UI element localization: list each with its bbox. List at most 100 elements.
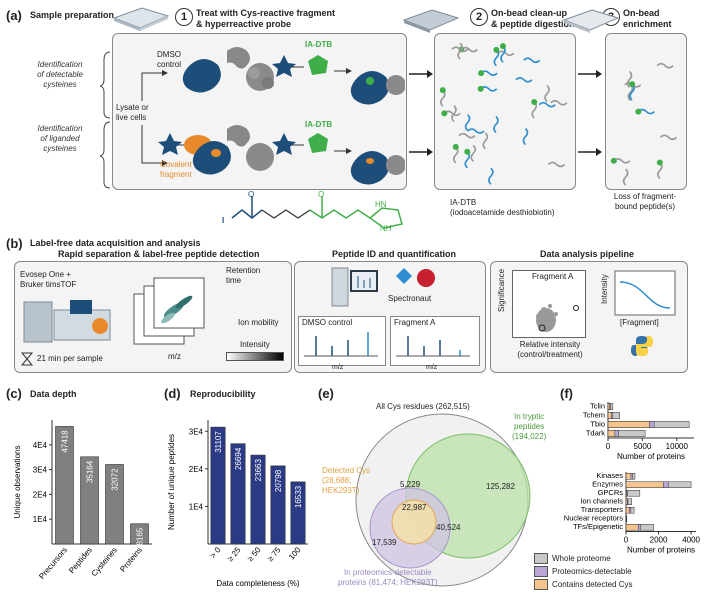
x-tick-label: Cysteines bbox=[90, 546, 119, 579]
rel-int-l2: (control/treatment) bbox=[517, 350, 583, 359]
lysate-l1: Lysate or bbox=[116, 103, 149, 112]
probe-dot bbox=[478, 70, 485, 77]
peptide-squiggle bbox=[547, 161, 566, 168]
peptide-squiggle bbox=[550, 99, 568, 106]
peptide-squiggle bbox=[464, 114, 471, 132]
legend-text-cys: Contains detected Cys bbox=[552, 580, 633, 589]
tryptic-l3: (194,022) bbox=[512, 432, 547, 441]
peptide-squiggle bbox=[493, 115, 499, 134]
step-1-title: Treat with Cys-reactive fragment & hyper… bbox=[196, 8, 335, 30]
probe-dot bbox=[629, 81, 636, 88]
x-tick-label: 5000 bbox=[634, 442, 652, 451]
venn-40524: 40,524 bbox=[436, 523, 461, 532]
probe-dot bbox=[452, 143, 459, 150]
mz-label-2: m/z bbox=[332, 364, 344, 371]
probe-dot bbox=[610, 157, 617, 164]
probe-dot bbox=[441, 110, 448, 117]
y-tick-label: TFs/Epigenetic bbox=[573, 522, 623, 531]
row1-label-l1: Identification bbox=[37, 60, 83, 69]
protein-blue-top bbox=[182, 59, 221, 93]
legend-swatch-whole bbox=[534, 553, 548, 564]
chem-nh: NH bbox=[380, 224, 392, 233]
bar bbox=[80, 456, 99, 545]
panel-d-title: Reproducibility bbox=[190, 389, 256, 399]
row1-label-l3: cysteines bbox=[43, 80, 77, 89]
bar bbox=[130, 523, 149, 545]
y-tick-label: Tdark bbox=[586, 429, 605, 438]
probe-dot bbox=[464, 148, 471, 155]
peptide-squiggle bbox=[497, 50, 515, 57]
dmso-label: DMSO control bbox=[157, 50, 181, 70]
step-2-line1: On-bead clean-up bbox=[491, 8, 568, 18]
volcano-points bbox=[536, 304, 579, 332]
panel-b-letter: (b) bbox=[6, 236, 23, 251]
computer-icon bbox=[331, 267, 378, 307]
probe-label-top: IA-DTB bbox=[305, 40, 333, 49]
bar-value-label: 35164 bbox=[86, 460, 95, 483]
enrichment-plate-icon bbox=[562, 9, 620, 33]
panel-c-title: Data depth bbox=[30, 389, 77, 399]
fragment-axis-label: [Fragment] bbox=[620, 318, 659, 327]
y-tick-label: Nuclear receptors bbox=[564, 514, 623, 523]
bar-cys bbox=[625, 490, 628, 497]
x-tick-label: ≥ 25 bbox=[226, 545, 243, 563]
iadtb-name: IA-DTB bbox=[450, 198, 477, 207]
probe-label-bottom: IA-DTB bbox=[305, 120, 333, 129]
peptide-squiggle bbox=[482, 132, 489, 150]
ion-mobility-frames bbox=[133, 277, 205, 345]
bar-value-label: 32072 bbox=[111, 468, 120, 491]
bar bbox=[105, 464, 124, 545]
significance-label: Significance bbox=[497, 268, 506, 312]
mz-label-1: m/z bbox=[168, 352, 181, 361]
lysate-label: Lysate or live cells bbox=[116, 103, 149, 123]
probe-dot bbox=[499, 43, 506, 50]
bar-value-label: 31107 bbox=[214, 431, 223, 453]
box3-title: Data analysis pipeline bbox=[540, 249, 635, 259]
step-2-badge: 2 bbox=[470, 8, 488, 26]
tryptic-l2: peptides bbox=[514, 422, 545, 431]
y-tick-label: 3E4 bbox=[33, 466, 48, 475]
step-1-line1: Treat with Cys-reactive fragment bbox=[196, 8, 336, 18]
bar-value-label: 16533 bbox=[294, 485, 303, 508]
row1-label: Identification of detectable cysteines bbox=[20, 60, 100, 90]
loss-label: Loss of fragment- bound peptide(s) bbox=[600, 192, 690, 212]
y-tick-label: Tbio bbox=[590, 420, 605, 429]
probe-dot bbox=[439, 87, 446, 94]
x-tick-label: 0 bbox=[624, 536, 629, 545]
chem-iodine: I bbox=[222, 216, 225, 225]
dmso-spectrum bbox=[298, 316, 386, 366]
spectronaut-logo-icon bbox=[396, 268, 435, 287]
bar bbox=[270, 465, 286, 545]
iadtb-structure bbox=[231, 196, 403, 229]
x-tick-label: ≥ 50 bbox=[246, 545, 263, 563]
panel-d-letter: (d) bbox=[164, 386, 181, 401]
y-tick-label: 4E4 bbox=[33, 441, 48, 450]
tryptic-label: In tryptic peptides (194,022) bbox=[512, 412, 546, 442]
loss-l1: Loss of fragment- bbox=[613, 192, 677, 201]
probe-dot bbox=[493, 46, 500, 53]
venn-diagram bbox=[355, 413, 531, 587]
panel-f-letter: (f) bbox=[560, 386, 573, 401]
y-tick-label: 1E4 bbox=[33, 515, 48, 524]
panel-a-title: Sample preparation bbox=[30, 10, 115, 20]
probe-dot bbox=[635, 108, 642, 115]
detected-l2: (28,688; bbox=[322, 476, 352, 485]
bar-cys bbox=[625, 473, 632, 480]
y-tick-label: Enzymes bbox=[592, 480, 623, 489]
y-tick-label: Tclin bbox=[590, 402, 605, 411]
dmso-l2: control bbox=[157, 60, 182, 69]
venn-17539: 17,539 bbox=[372, 538, 397, 547]
ion-mobility-label: Ion mobility bbox=[238, 318, 279, 327]
proteomics-l1: In proteomics-detectable bbox=[344, 568, 432, 577]
probe-dot bbox=[531, 99, 538, 106]
x-tick-label: 2000 bbox=[650, 536, 668, 545]
bar-cys bbox=[607, 421, 650, 428]
box1-title: Rapid separation & label-free peptide de… bbox=[58, 249, 260, 259]
panel-c-letter: (c) bbox=[6, 386, 22, 401]
proteomics-l2: proteins (81,474; HEK293T) bbox=[338, 578, 438, 587]
x-tick-label: 100 bbox=[287, 545, 303, 561]
bar-value-label: 47418 bbox=[61, 430, 70, 453]
peptide-squiggle bbox=[451, 46, 469, 53]
